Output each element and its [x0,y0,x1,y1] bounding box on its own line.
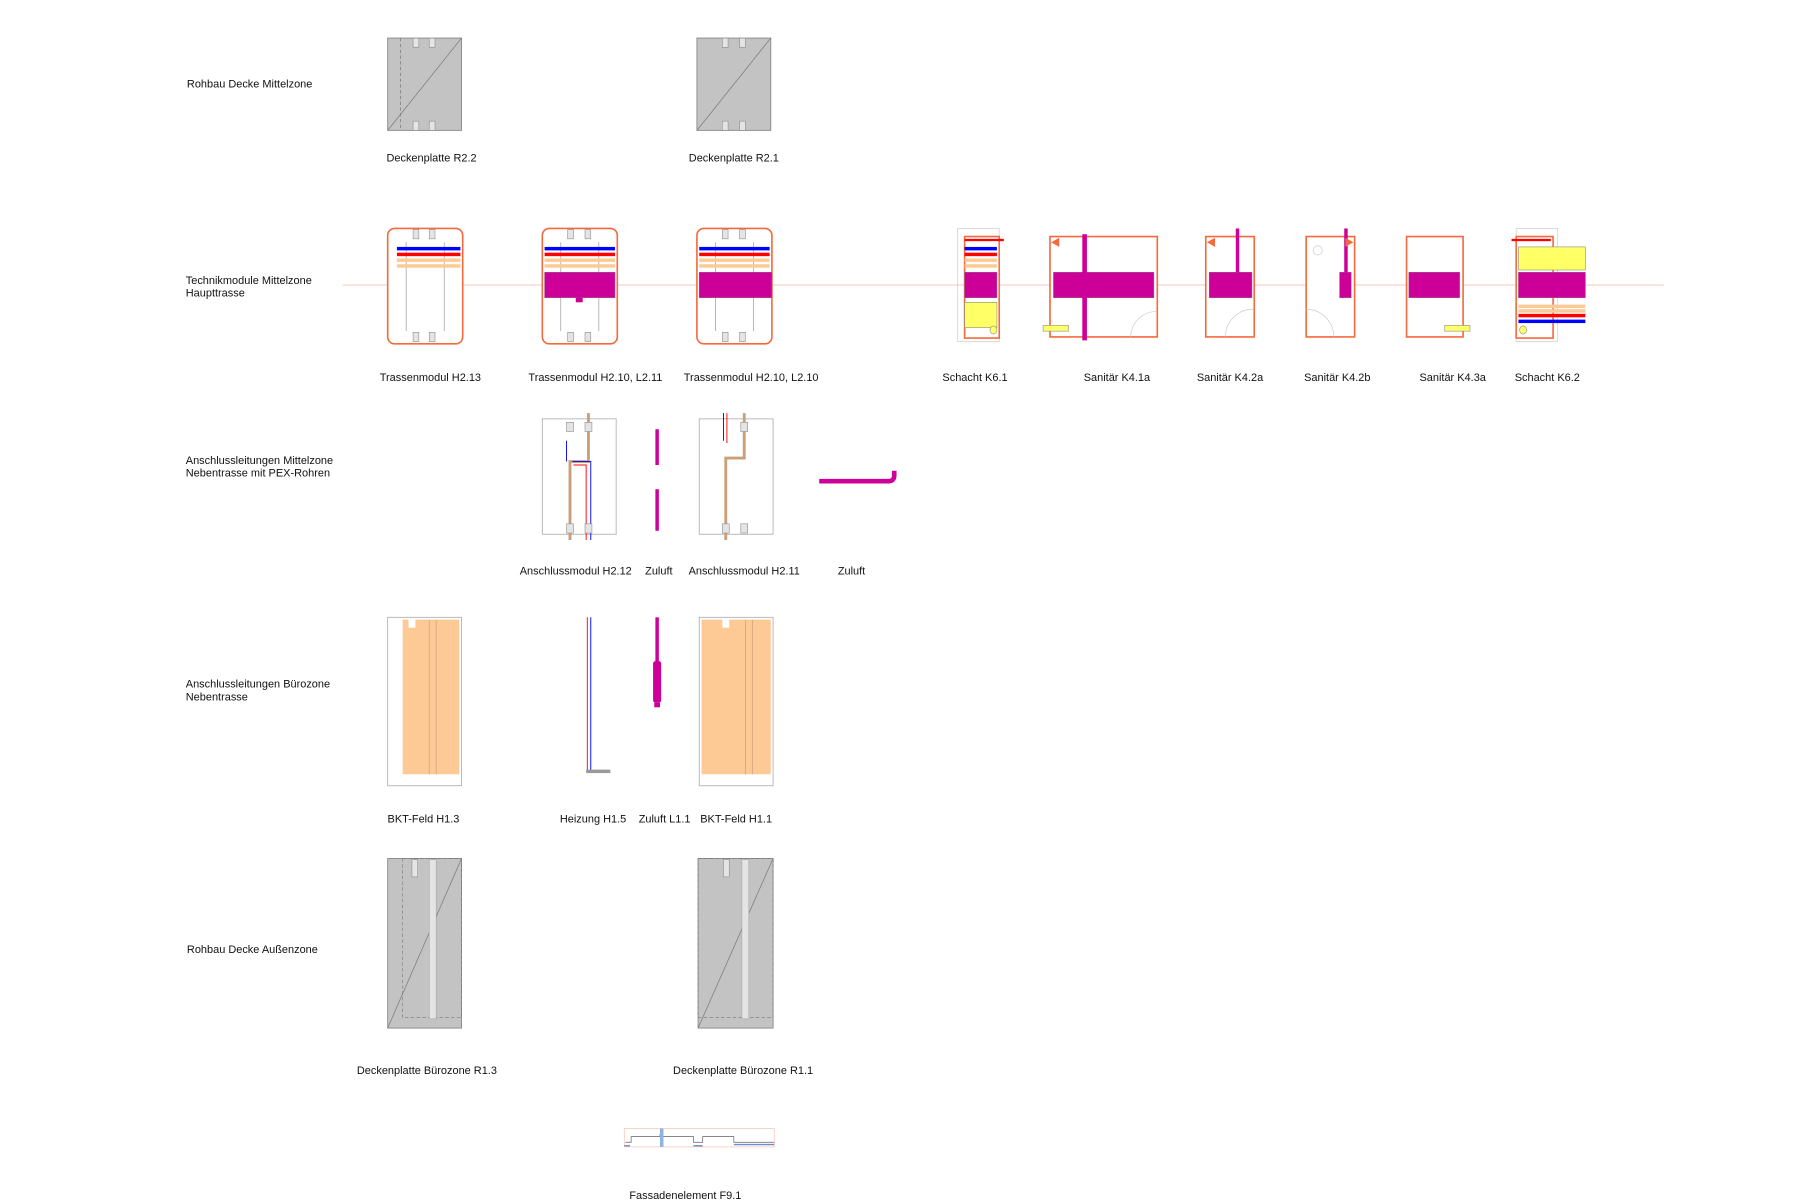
row-label-anschluss-mittelzone-2: Nebentrasse mit PEX-Rohren [186,468,330,480]
row-label-technikmodule-2: Haupttrasse [186,288,245,300]
bkt-feld-h1-3 [387,616,462,787]
caption-h2-11: Anschlussmodul H2.11 [689,566,800,578]
caption-r2-2: Deckenplatte R2.2 [386,153,476,165]
row-label-anschluss-buerozone: Anschlussleitungen Bürozone [186,679,330,691]
caption-h1-1: BKT-Feld H1.1 [700,814,772,826]
sanitaer-k4-2a [1204,228,1256,338]
zuluft-duct-horizontal [819,470,897,484]
caption-k4-2a: Sanitär K4.2a [1197,372,1264,384]
row-label-rohbau-mittelzone: Rohbau Decke Mittelzone [187,79,312,91]
caption-f9-1: Fassadenelement F9.1 [629,1190,741,1200]
anschlussmodul-h2-12 [541,413,617,540]
trassenmodul-h2-13 [386,227,464,345]
anschlussmodul-h2-11 [698,413,774,540]
schacht-k6-2 [1511,228,1586,342]
trassenmodul-h2-10-l2-11 [541,227,619,345]
row-label-anschluss-mittelzone: Anschlussleitungen Mittelzone [186,455,333,467]
row-label-technikmodule: Technikmodule Mittelzone [186,275,312,287]
fassadenelement-f9-1 [623,1128,775,1148]
deckenplatte-r2-2 [387,37,462,131]
trassenmodul-h2-10-l2-10 [696,227,773,345]
caption-zuluft-2: Zuluft [838,566,865,578]
sanitaer-k4-2b [1305,228,1356,338]
row-label-rohbau-aussenzone: Rohbau Decke Außenzone [187,944,318,956]
caption-k4-2b: Sanitär K4.2b [1304,372,1370,384]
caption-zuluft-1: Zuluft [645,566,672,578]
deckenplatte-r2-1 [696,37,772,131]
zuluft-duct-vertical [655,429,659,531]
caption-k4-1a: Sanitär K4.1a [1084,372,1151,384]
sanitaer-k4-3a [1405,235,1471,338]
caption-h2-13: Trassenmodul H2.13 [380,372,481,384]
row-labels: Rohbau Decke Mittelzone Technikmodule Mi… [186,79,333,956]
caption-h2-12: Anschlussmodul H2.12 [520,566,632,578]
caption-h2-10-l2-11: Trassenmodul H2.10, L2.11 [528,372,662,384]
sanitaer-k4-1a [1042,234,1159,341]
schacht-k6-1 [957,228,1004,342]
caption-h1-3: BKT-Feld H1.3 [388,814,460,826]
heizung-h1-5 [586,617,611,774]
deckenplatte-buerozone-r1-1 [697,858,774,1029]
caption-k6-1: Schacht K6.1 [942,372,1007,384]
caption-k6-2: Schacht K6.2 [1515,372,1580,384]
zuluft-l1-1 [653,617,662,708]
caption-l1-1: Zuluft L1.1 [639,814,691,826]
row-label-anschluss-buerozone-2: Nebentrasse [186,691,248,703]
caption-r1-1: Deckenplatte Bürozone R1.1 [673,1065,813,1077]
caption-r2-1: Deckenplatte R2.1 [689,153,779,165]
deckenplatte-buerozone-r1-3 [387,858,462,1029]
caption-h2-10-l2-10: Trassenmodul H2.10, L2.10 [684,372,819,384]
bkt-feld-h1-1 [698,616,774,787]
caption-k4-3a: Sanitär K4.3a [1420,372,1487,384]
caption-h1-5: Heizung H1.5 [560,814,626,826]
caption-r1-3: Deckenplatte Bürozone R1.3 [357,1065,497,1077]
